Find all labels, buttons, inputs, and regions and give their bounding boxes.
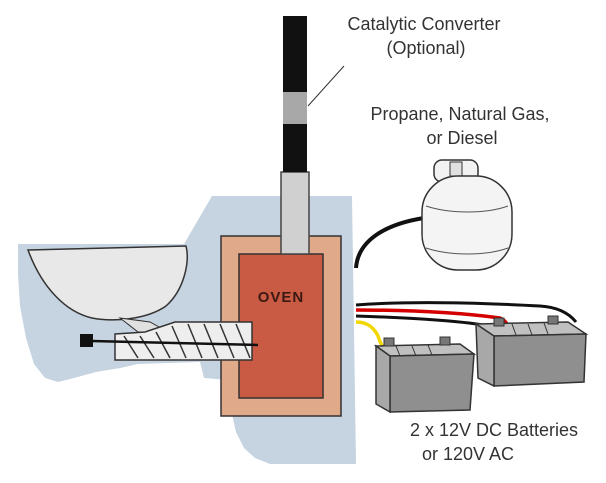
auger-screw [123,323,251,359]
battery-2 [473,315,589,388]
battery-1 [373,336,477,414]
exhaust-chimney-upper [283,16,307,92]
oven-label: OVEN [258,289,305,306]
exhaust-chimney-lower [283,124,307,172]
power-label-line1: 2 x 12V DC Batteries [410,420,578,440]
fuel-hose [354,216,425,269]
wire-black-top [355,301,578,323]
catalytic-leader-line [307,65,345,107]
catalytic-converter-optional-label: (Optional) [386,38,465,58]
auger-motor [80,334,93,347]
auger-shaft [91,339,259,347]
oven-chamber [238,253,324,399]
fuel-label-line2: or Diesel [426,128,497,148]
propane-tank [421,159,513,271]
fuel-label-line1: Propane, Natural Gas, [370,104,549,124]
catalytic-converter [283,92,307,124]
flue-pipe [280,171,310,255]
power-label-line2: or 120V AC [422,444,514,464]
catalytic-converter-label: Catalytic Converter [347,14,500,34]
